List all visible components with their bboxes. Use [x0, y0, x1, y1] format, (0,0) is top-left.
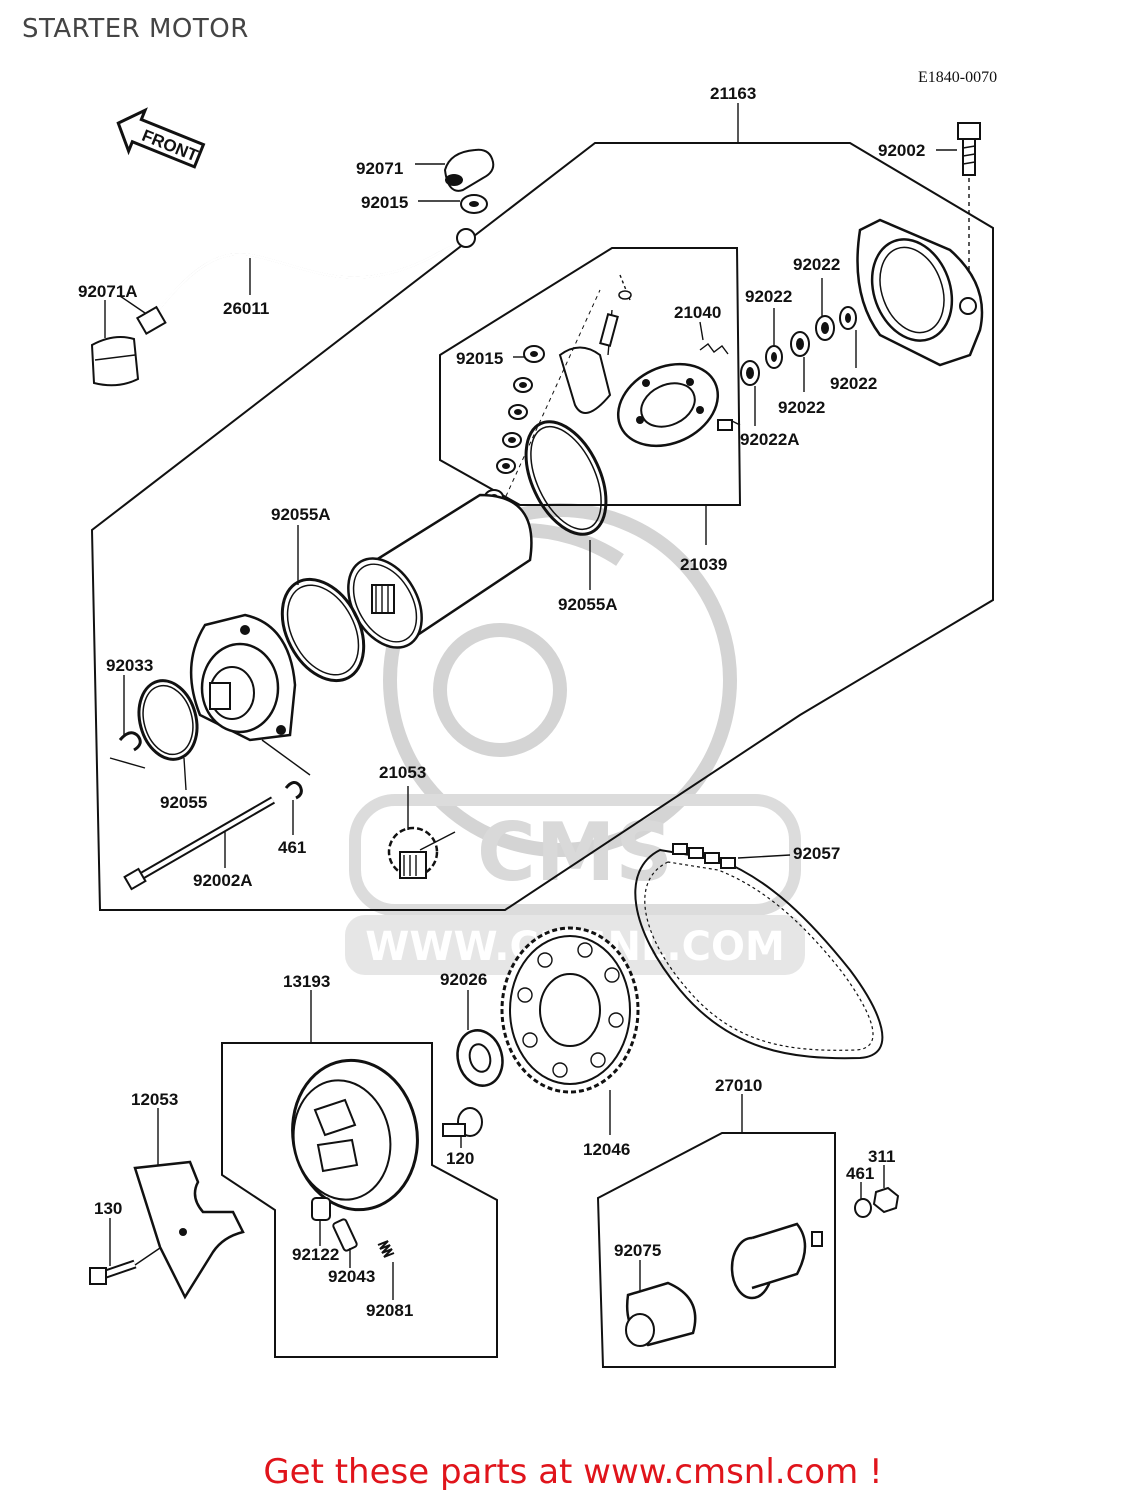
- bolt-130: [89, 1259, 137, 1285]
- label-21040: 21040: [674, 303, 721, 322]
- label-92055a-left: 92055A: [271, 505, 331, 524]
- label-92081: 92081: [366, 1301, 413, 1320]
- label-13193: 13193: [283, 972, 330, 991]
- insulator-washers: [484, 345, 545, 505]
- lockwasher-461: [854, 1198, 872, 1218]
- label-21039: 21039: [680, 555, 727, 574]
- label-21163: 21163: [710, 84, 756, 103]
- label-311: 311: [868, 1147, 895, 1166]
- label-92057: 92057: [793, 844, 840, 863]
- chain-92057: [634, 843, 884, 1060]
- page-title: STARTER MOTOR: [22, 14, 249, 44]
- label-92071: 92071: [356, 159, 403, 178]
- o-ring-92055: [137, 679, 199, 761]
- bolt-120: [442, 1107, 483, 1137]
- label-92055: 92055: [160, 793, 207, 812]
- bolt-92002: [957, 122, 981, 176]
- promo-link[interactable]: Get these parts at www.cmsnl.com !: [263, 1452, 883, 1492]
- starter-clutch: [291, 1058, 419, 1212]
- rubber-boot: [90, 336, 140, 387]
- label-92043: 92043: [328, 1267, 375, 1286]
- label-21053: 21053: [379, 763, 426, 782]
- bracket-12053: [133, 1160, 245, 1300]
- assembly-outline-27010: [596, 1132, 836, 1368]
- label-92071a: 92071A: [78, 282, 138, 301]
- label-12046: 12046: [583, 1140, 630, 1159]
- label-92022a: 92022A: [740, 430, 800, 449]
- label-27010: 27010: [715, 1076, 762, 1095]
- watermark-logo-text: CMS: [477, 806, 673, 899]
- label-130: 130: [94, 1199, 122, 1218]
- roller-92122: [311, 1197, 331, 1221]
- label-120: 120: [446, 1149, 474, 1168]
- terminal-cap: [443, 148, 495, 192]
- starter-relay: [730, 1222, 823, 1300]
- plunger-92043: [332, 1218, 358, 1252]
- label-461-lower: 461: [846, 1164, 874, 1183]
- sprocket-12046: [500, 926, 640, 1094]
- starter-cable: [135, 228, 476, 336]
- o-ring-92055a-upper: [524, 420, 608, 536]
- label-92075: 92075: [614, 1241, 661, 1260]
- end-cover: [856, 218, 984, 367]
- diagram-code: E1840-0070: [918, 69, 997, 86]
- label-92022-a: 92022: [793, 255, 840, 274]
- label-92033: 92033: [106, 656, 153, 675]
- brush-holder: [558, 309, 733, 448]
- label-92015-lower: 92015: [456, 349, 503, 368]
- label-92055a-right: 92055A: [558, 595, 618, 614]
- long-bolt-92002a: [123, 796, 276, 891]
- front-housing: [189, 613, 297, 742]
- label-92026: 92026: [440, 970, 487, 989]
- label-461-upper: 461: [278, 838, 306, 857]
- label-92022-d: 92022: [778, 398, 825, 417]
- washer-set-92022: [740, 306, 857, 386]
- pinion-gear-21053: [387, 826, 439, 879]
- label-92122: 92122: [292, 1245, 339, 1264]
- washer-92026: [456, 1029, 504, 1087]
- label-92022-b: 92022: [745, 287, 792, 306]
- relay-boot-92075: [625, 1281, 697, 1347]
- circlip-461-upper: [284, 781, 303, 800]
- assembly-outline-13193: [221, 1042, 498, 1358]
- assembly-outline-21039: [439, 247, 742, 506]
- nut-92015-top: [460, 194, 488, 214]
- label-26011: 26011: [223, 299, 269, 318]
- label-92002a: 92002A: [193, 871, 253, 890]
- front-arrow-icon: FRONT: [116, 107, 206, 169]
- circlip-92033: [118, 731, 142, 752]
- label-92002: 92002: [878, 141, 925, 160]
- label-12053: 12053: [131, 1090, 178, 1109]
- assembly-outline-21163: [90, 142, 994, 911]
- spring-92081: [377, 1240, 395, 1258]
- nut-311: [872, 1186, 900, 1214]
- label-92015-upper: 92015: [361, 193, 408, 212]
- label-92022-c: 92022: [830, 374, 877, 393]
